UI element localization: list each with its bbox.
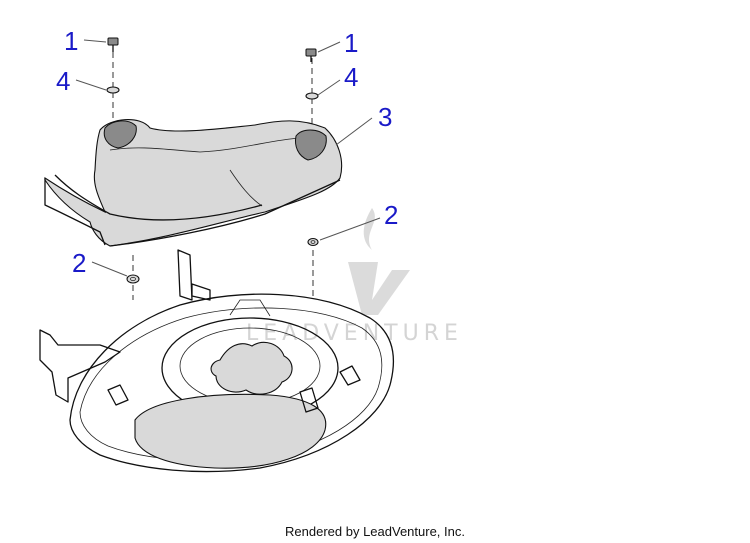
nut-left-icon <box>126 274 140 284</box>
leader-washer-right <box>317 79 341 96</box>
callout-bolt-right: 1 <box>344 28 358 58</box>
callout-washer-right: 4 <box>344 62 358 92</box>
callout-chute: 3 <box>378 102 392 132</box>
callout-nut-left: 2 <box>72 248 86 278</box>
nut-right-icon <box>307 237 319 247</box>
leader-bolt-right <box>317 41 341 53</box>
washer-right-icon <box>305 92 319 100</box>
leader-nut-left <box>91 261 128 277</box>
callout-nut-right: 2 <box>384 200 398 230</box>
watermark-logo-icon <box>348 208 410 315</box>
bolt-right-icon <box>305 48 317 62</box>
callout-bolt-left: 1 <box>64 26 78 56</box>
leader-washer-left <box>75 79 107 91</box>
callout-washer-left: 4 <box>56 66 70 96</box>
mower-deck <box>39 249 394 473</box>
washer-left-icon <box>106 86 120 94</box>
footer-credit: Rendered by LeadVenture, Inc. <box>285 524 465 539</box>
leader-chute <box>335 117 373 146</box>
discharge-chute <box>44 119 343 247</box>
watermark-text: LEADVENTURE <box>246 321 463 346</box>
parts-diagram: LEADVENTURE <box>39 26 463 473</box>
leader-nut-right <box>319 217 381 241</box>
leader-bolt-left <box>83 39 107 43</box>
bolt-left-icon <box>107 37 119 52</box>
